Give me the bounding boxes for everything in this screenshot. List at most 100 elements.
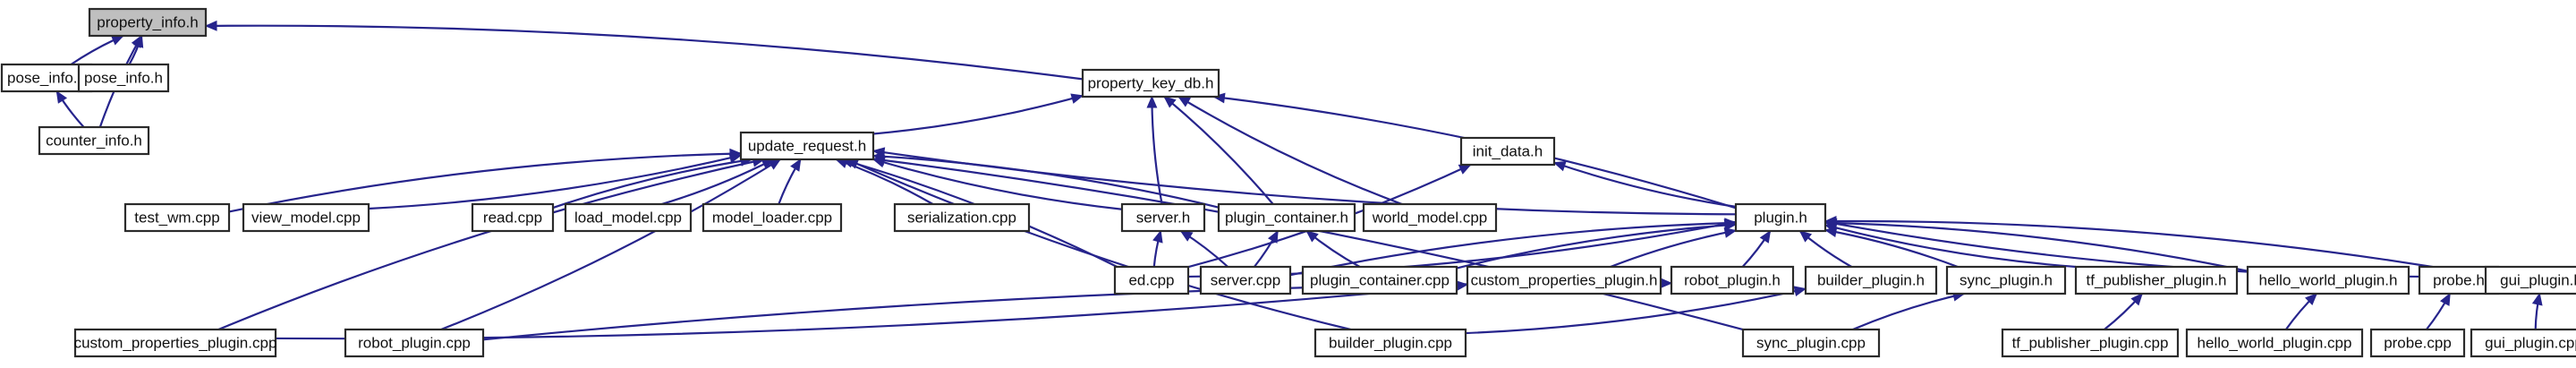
node-box[interactable] [88, 7, 208, 38]
node-box[interactable] [1362, 202, 1498, 233]
edge-arrowhead [1458, 164, 1472, 175]
node-box[interactable] [2484, 265, 2576, 295]
graph-node-server-h[interactable]: server.h [1120, 202, 1206, 233]
node-label: sync_plugin.cpp [1756, 334, 1866, 351]
graph-node-builder-plugin-cpp[interactable]: builder_plugin.cpp [1314, 328, 1467, 358]
node-box[interactable] [1081, 68, 1220, 98]
node-box[interactable] [1120, 202, 1206, 233]
node-box[interactable] [242, 202, 370, 233]
node-box[interactable] [2369, 328, 2466, 358]
graph-node-builder-plugin-h[interactable]: builder_plugin.h [1804, 265, 1938, 295]
graph-node-property-info[interactable]: property_info.h [88, 7, 208, 38]
dependency-edge [204, 20, 1084, 81]
node-box[interactable] [1199, 265, 1292, 295]
graph-node-serialization[interactable]: serialization.cpp [893, 202, 1031, 233]
node-box[interactable] [1670, 265, 1795, 295]
graph-node-pose-info-b[interactable]: pose_info.h [77, 63, 170, 93]
graph-node-counter-info[interactable]: counter_info.h [38, 125, 150, 156]
node-box[interactable] [73, 328, 277, 358]
node-label: server.cpp [1211, 271, 1280, 288]
node-label: world_model.cpp [1372, 209, 1488, 226]
graph-node-probe-cpp[interactable]: probe.cpp [2369, 328, 2466, 358]
edge-arrowhead [1267, 229, 1279, 244]
edge-line [1465, 287, 1807, 335]
graph-node-sync-plugin-h[interactable]: sync_plugin.h [1945, 265, 2067, 295]
dependency-edge [217, 156, 766, 331]
edge-line [228, 152, 742, 213]
graph-node-plugin-h[interactable]: plugin.h [1734, 202, 1827, 233]
graph-node-custom-properties-plugin-h[interactable]: custom_properties_plugin.h [1466, 265, 1662, 295]
node-box[interactable] [1466, 265, 1662, 295]
node-box[interactable] [2470, 328, 2576, 358]
graph-node-update-request[interactable]: update_request.h [739, 131, 875, 161]
node-box[interactable] [77, 63, 170, 93]
node-box[interactable] [1113, 265, 1190, 295]
edge-line [440, 158, 781, 331]
edge-arrowhead [1723, 227, 1738, 238]
node-label: hello_world_plugin.h [2258, 271, 2397, 288]
graph-node-custom-properties-plugin-cpp[interactable]: custom_properties_plugin.cpp [73, 328, 277, 358]
graph-node-hello-world-plugin-cpp[interactable]: hello_world_plugin.cpp [2185, 328, 2364, 358]
graph-node-ed-cpp[interactable]: ed.cpp [1113, 265, 1190, 295]
edge-arrowhead [2305, 293, 2318, 305]
dependency-edge [228, 148, 743, 213]
node-box[interactable] [2001, 328, 2180, 358]
graph-node-property-key-db[interactable]: property_key_db.h [1081, 68, 1220, 98]
node-box[interactable] [1217, 202, 1356, 233]
node-box[interactable] [1314, 328, 1467, 358]
graph-node-plugin-container-h[interactable]: plugin_container.h [1217, 202, 1356, 233]
node-label: gui_plugin.h [2500, 271, 2576, 288]
graph-node-load-model[interactable]: load_model.cpp [564, 202, 693, 233]
edge-line [1824, 221, 2249, 272]
node-box[interactable] [701, 202, 843, 233]
node-label: probe.h [2433, 271, 2485, 288]
node-box[interactable] [344, 328, 485, 358]
dependency-edge [70, 34, 124, 65]
graph-node-read-cpp[interactable]: read.cpp [471, 202, 555, 233]
graph-node-gui-plugin-cpp[interactable]: gui_plugin.cpp [2470, 328, 2576, 358]
graph-node-init-data[interactable]: init_data.h [1459, 136, 1556, 167]
node-box[interactable] [1804, 265, 1938, 295]
graph-node-server-cpp[interactable]: server.cpp [1199, 265, 1292, 295]
node-box[interactable] [123, 202, 231, 233]
graph-node-model-loader[interactable]: model_loader.cpp [701, 202, 843, 233]
node-box[interactable] [1301, 265, 1458, 295]
graph-node-plugin-container-cpp[interactable]: plugin_container.cpp [1301, 265, 1458, 295]
graph-node-sync-plugin-cpp[interactable]: sync_plugin.cpp [1741, 328, 1881, 358]
dependency-edge [778, 158, 802, 205]
dependency-edge [2104, 293, 2143, 330]
graph-node-hello-world-plugin-h[interactable]: hello_world_plugin.h [2246, 265, 2410, 295]
node-box[interactable] [1945, 265, 2067, 295]
node-label: tf_publisher_plugin.cpp [2012, 334, 2169, 351]
node-box[interactable] [471, 202, 555, 233]
graph-node-tf-publisher-plugin-h[interactable]: tf_publisher_plugin.h [2074, 265, 2239, 295]
node-label: load_model.cpp [574, 209, 682, 226]
graph-node-robot-plugin-h[interactable]: robot_plugin.h [1670, 265, 1795, 295]
node-box[interactable] [2246, 265, 2410, 295]
node-box[interactable] [1741, 328, 1881, 358]
graph-node-tf-publisher-plugin-cpp[interactable]: tf_publisher_plugin.cpp [2001, 328, 2180, 358]
node-box[interactable] [1734, 202, 1827, 233]
graph-node-view-model[interactable]: view_model.cpp [242, 202, 370, 233]
graph-node-robot-plugin-cpp[interactable]: robot_plugin.cpp [344, 328, 485, 358]
edge-arrowhead [110, 35, 124, 46]
node-box[interactable] [739, 131, 875, 161]
node-box[interactable] [38, 125, 150, 156]
graph-node-test-wm[interactable]: test_wm.cpp [123, 202, 231, 233]
dependency-edge [871, 157, 1123, 210]
edge-line [552, 158, 752, 210]
edge-arrowhead [2439, 292, 2451, 306]
graph-node-gui-plugin-h[interactable]: gui_plugin.h [2484, 265, 2576, 295]
node-box[interactable] [893, 202, 1031, 233]
dependency-edge [1741, 229, 1772, 268]
node-label: plugin_container.cpp [1310, 271, 1450, 288]
node-box[interactable] [564, 202, 693, 233]
node-label: builder_plugin.cpp [1329, 334, 1452, 351]
node-box[interactable] [1459, 136, 1556, 167]
dependency-edge [1610, 227, 1738, 269]
node-box[interactable] [2185, 328, 2364, 358]
node-box[interactable] [2074, 265, 2239, 295]
graph-node-world-model-cpp[interactable]: world_model.cpp [1362, 202, 1498, 233]
node-label: ed.cpp [1128, 271, 1174, 288]
node-label: builder_plugin.h [1817, 271, 1925, 288]
